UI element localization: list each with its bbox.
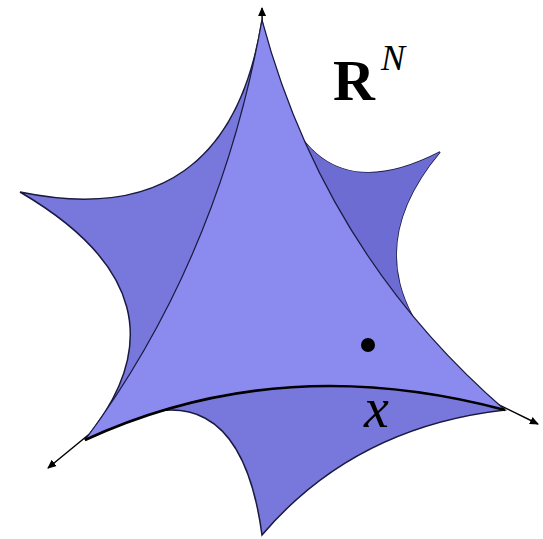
space-symbol-box: R — [333, 52, 375, 110]
dimension-superscript-box: N — [381, 40, 405, 76]
front-bottom-edge — [85, 386, 505, 440]
point-label: x — [364, 377, 389, 439]
front-face — [85, 20, 505, 440]
dimension-superscript: N — [381, 38, 405, 78]
star-silhouette — [20, 20, 505, 535]
point-dot — [361, 338, 375, 352]
space-symbol: R — [333, 48, 375, 113]
point-label-box: x — [364, 380, 389, 436]
